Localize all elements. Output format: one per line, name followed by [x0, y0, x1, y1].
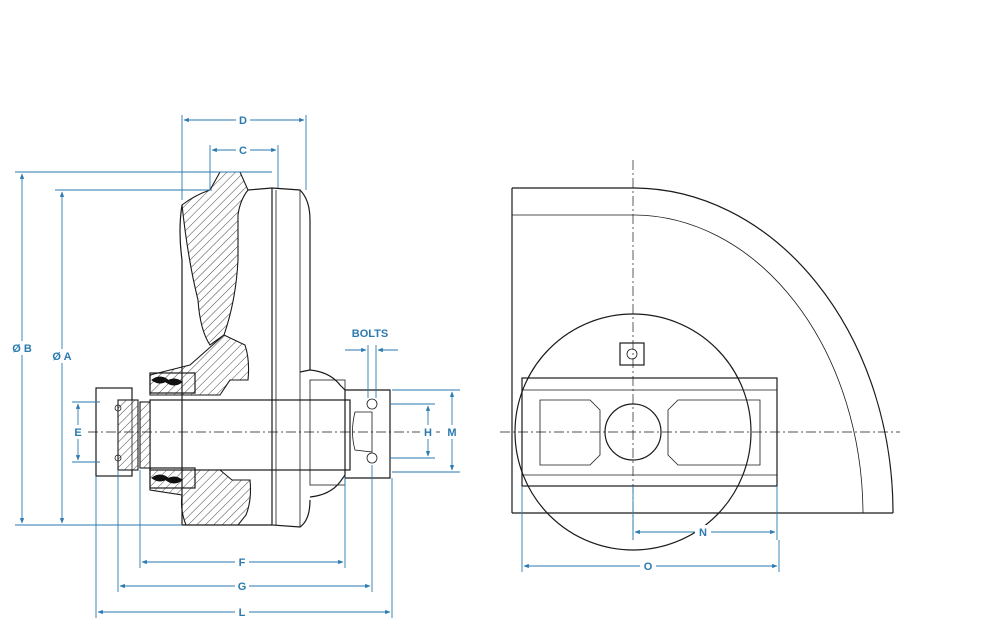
label-n: N: [699, 527, 707, 539]
label-o: O: [644, 561, 653, 573]
label-l: L: [239, 607, 246, 619]
label-b: Ø B: [12, 343, 32, 355]
label-c: C: [239, 145, 247, 157]
seal-bottom: [151, 474, 183, 484]
label-bolts: BOLTS: [352, 328, 388, 340]
label-e: E: [74, 427, 81, 439]
label-g: G: [238, 581, 247, 593]
shaft: [149, 399, 351, 471]
label-f: F: [239, 557, 246, 569]
grease-plug: [619, 342, 645, 366]
label-m: M: [447, 427, 456, 439]
wheel-outer-arc: [512, 187, 894, 514]
dimension-labels: D C Ø B Ø A E F G L BOLTS H M N O: [8, 113, 711, 619]
end-view: [500, 160, 900, 551]
hub-upper: [149, 334, 250, 396]
bolt-hole-bottom: [366, 452, 378, 464]
seal-top: [151, 376, 183, 386]
bolt-hole-top: [366, 398, 378, 410]
rim-flange-upper: [181, 171, 249, 346]
section-view: [70, 171, 460, 528]
label-h: H: [424, 427, 432, 439]
label-d: D: [239, 115, 247, 127]
label-a: Ø A: [52, 351, 71, 363]
